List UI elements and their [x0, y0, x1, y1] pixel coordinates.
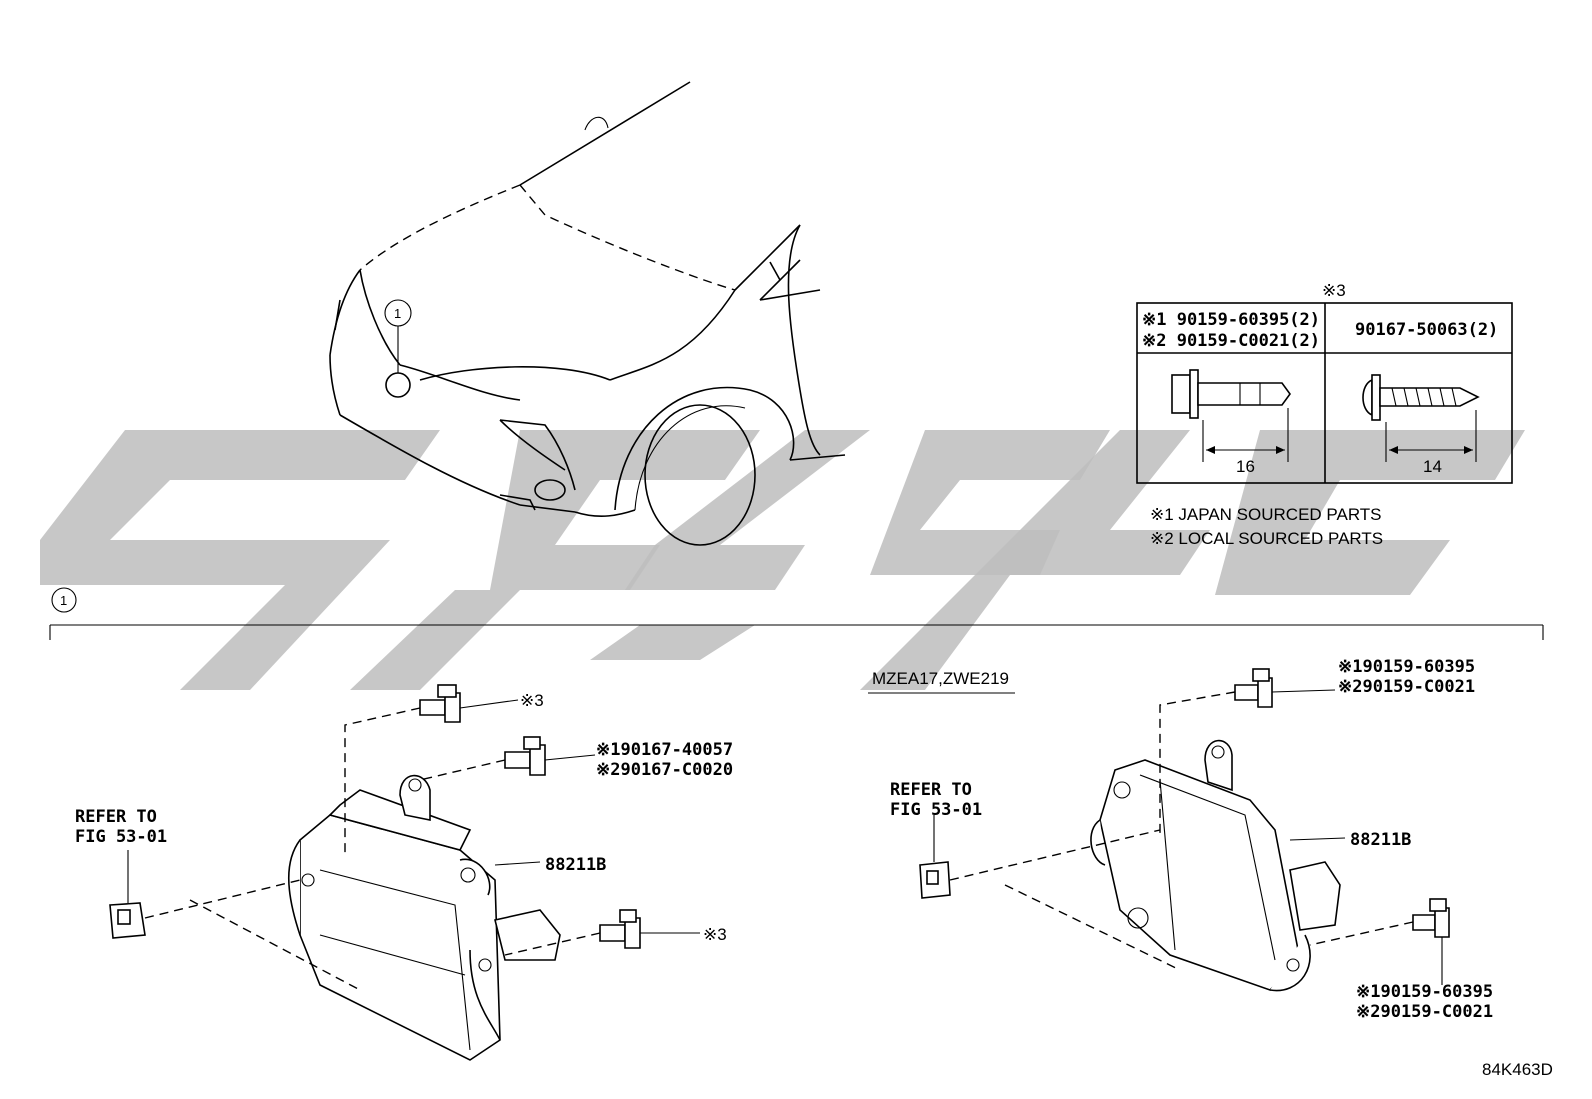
left-refer-to: REFER TO — [75, 807, 157, 827]
right-refer-to: REFER TO — [890, 780, 972, 800]
right-model-label: MZEA17,ZWE219 — [872, 669, 1009, 688]
callout-number-top: 1 — [394, 306, 401, 321]
left-part-label: 88211B — [545, 855, 606, 875]
vehicle-front-illustration — [329, 81, 846, 546]
right-bolt-bottom-line-2: ※290159-C0021 — [1356, 1002, 1493, 1022]
right-radar-sensor-assembly — [919, 668, 1450, 992]
callout-number-section: 1 — [60, 593, 67, 608]
bolt-right-dimension: 14 — [1423, 457, 1442, 476]
left-bolt-bottom-mark: ※3 — [703, 925, 727, 944]
left-bolt-mid-line-2: ※290167-C0020 — [596, 760, 733, 780]
left-bolt-top-mark: ※3 — [520, 691, 544, 710]
right-bolt-top-line-2: ※290159-C0021 — [1338, 677, 1475, 697]
right-bolt-bottom-line-1: ※190159-60395 — [1356, 982, 1493, 1002]
bolt-left-dimension: 16 — [1236, 457, 1255, 476]
bolt-table-right-line: 90167-50063(2) — [1355, 320, 1498, 340]
left-refer-fig: FIG 53-01 — [75, 827, 167, 847]
bolt-table — [1136, 302, 1513, 484]
bolt-table-header-mark: ※3 — [1322, 281, 1346, 300]
bolt-table-left-line-2: ※2 90159-C0021(2) — [1142, 331, 1320, 351]
note-local-sourced: ※2 LOCAL SOURCED PARTS — [1150, 529, 1383, 548]
diagram-id: 84K463D — [1482, 1060, 1553, 1079]
left-bolt-mid-line-1: ※190167-40057 — [596, 740, 733, 760]
right-refer-fig: FIG 53-01 — [890, 800, 982, 820]
bolt-table-left-line-1: ※1 90159-60395(2) — [1142, 310, 1320, 330]
left-radar-sensor-assembly — [109, 684, 700, 1061]
note-japan-sourced: ※1 JAPAN SOURCED PARTS — [1150, 505, 1382, 524]
watermark-logo — [40, 430, 1525, 690]
right-part-label: 88211B — [1350, 830, 1411, 850]
section-bracket — [49, 587, 1544, 640]
right-bolt-top-line-1: ※190159-60395 — [1338, 657, 1475, 677]
